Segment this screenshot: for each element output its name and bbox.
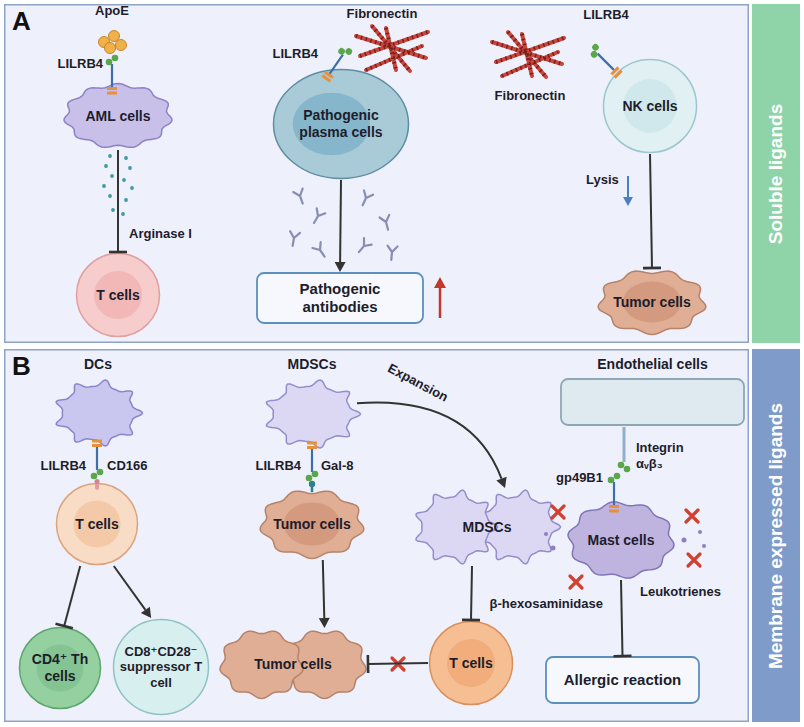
panel-letter: B — [12, 351, 31, 382]
panel-letter: A — [12, 6, 31, 37]
annotation-label: β-hexosaminidase — [490, 596, 603, 612]
panel: BDCsT cellsCD4⁺ Th cellsCD8⁺CD28⁻ suppre… — [4, 349, 749, 722]
cell: AML cells — [62, 82, 174, 150]
cell-nucleus — [623, 79, 677, 133]
annotation-label: CD166 — [107, 458, 147, 474]
cell-label: T cells — [75, 516, 119, 533]
annotation-label: LILRB4 — [256, 458, 302, 474]
cell-nucleus — [447, 639, 495, 687]
cell-label: CD4⁺ Th cells — [27, 651, 93, 685]
cell: Mast cells — [566, 500, 676, 580]
cell-body — [274, 70, 409, 179]
cell-label: NK cells — [622, 98, 677, 115]
annotation-label: gp49B1 — [556, 470, 603, 486]
edge-label: Lysis — [584, 172, 621, 188]
cell-label: Pathogenic plasma cells — [289, 107, 393, 141]
cell: CD4⁺ Th cells — [18, 626, 102, 710]
cell: Pathogenic plasma cells — [272, 68, 410, 180]
text-box: Pathogenic antibodies — [256, 272, 424, 324]
cell-body — [266, 380, 360, 448]
cell-body — [57, 484, 138, 565]
box-outline — [561, 379, 744, 425]
annotation-label: LILRB4 — [273, 46, 319, 62]
cell: T cells — [428, 620, 514, 706]
cell-body — [114, 620, 209, 715]
cell-nucleus — [94, 271, 142, 319]
cell-body — [56, 380, 142, 446]
cell-body — [20, 628, 101, 709]
annotation-label: Integrin αᵥβ₃ — [636, 440, 700, 471]
annotation-label: ApoE — [95, 3, 129, 19]
annotation-label: Fibronectin — [495, 88, 566, 104]
annotation-label: LILRB4 — [58, 56, 104, 72]
box-outline — [257, 273, 423, 323]
cell-body — [568, 502, 674, 578]
cell-label: MDSCs — [462, 519, 511, 536]
band-title: Membrane expressed ligands — [765, 402, 788, 668]
cell-shape — [52, 378, 144, 448]
cell-label: DCs — [84, 356, 112, 373]
cell: T cells — [55, 482, 139, 566]
annotation-label: Gal-8 — [321, 458, 354, 474]
band-title: Soluble ligands — [765, 103, 788, 243]
cell: T cells — [75, 252, 161, 338]
cell: NK cells — [602, 58, 698, 154]
text-box: Allergic reaction — [545, 656, 700, 704]
cell-label: MDSCs — [287, 356, 336, 373]
panel: A AML cells T cells Pathogenic plasma cells… — [4, 4, 749, 343]
side-band: Soluble ligands — [752, 4, 800, 343]
cell-label: Allergic reaction — [564, 671, 682, 689]
cell-label: T cells — [449, 655, 493, 672]
text-box: Endothelial cells — [560, 378, 745, 426]
cell-label: CD8⁺CD28⁻ suppressor T cell — [119, 644, 203, 691]
cell-body — [77, 254, 160, 337]
cell: CD8⁺CD28⁻ suppressor T cell — [112, 618, 210, 716]
cell-label: Mast cells — [588, 532, 655, 549]
cell: MDSCs — [262, 378, 362, 450]
cell: Tumor cells — [258, 488, 366, 560]
annotation-label: Fibronectin — [347, 6, 418, 22]
cell-body — [260, 491, 364, 558]
cell-label: Pathogenic antibodies — [270, 280, 410, 316]
cell: Tumor cells — [596, 268, 708, 336]
cell: MDSCs — [412, 488, 562, 566]
cell-body — [598, 271, 706, 334]
annotation-label: LILRB4 — [41, 458, 87, 474]
cell-label: AML cells — [85, 108, 150, 125]
cell-body — [430, 622, 513, 705]
cell-shape — [560, 378, 745, 426]
cell-label: Tumor cells — [273, 516, 351, 533]
cell-nucleus — [73, 500, 120, 547]
annotation-label: Leukotrienes — [640, 584, 721, 600]
annotation-label: LILRB4 — [583, 7, 629, 23]
cell: Tumor cells — [218, 628, 368, 700]
edge-label: Arginase I — [127, 226, 194, 242]
cell-shape — [262, 378, 362, 450]
box-outline — [546, 657, 699, 703]
cell-body — [64, 84, 172, 148]
cell-label: Tumor cells — [613, 294, 691, 311]
cell-label: T cells — [96, 287, 140, 304]
cell: DCs — [52, 378, 144, 448]
cell-body — [604, 60, 697, 153]
cell-label: Endothelial cells — [597, 356, 707, 373]
edge-label: Expansion — [384, 360, 453, 407]
cell-label: Tumor cells — [254, 656, 332, 673]
side-band: Membrane expressed ligands — [752, 349, 800, 722]
